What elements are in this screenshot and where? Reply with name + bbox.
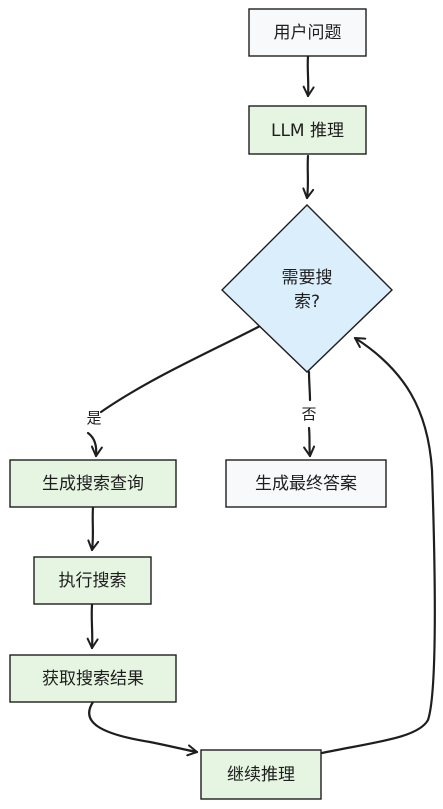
decision-label-line2: 索? [294, 292, 320, 312]
node-user-question-label: 用户问题 [274, 23, 342, 43]
edge-yes-arrowhead-stub [86, 431, 103, 458]
edge-exec-to-results [86, 603, 99, 650]
edge-results-to-continue [88, 700, 199, 757]
edge-label-no: 否 [301, 405, 316, 423]
node-continue-reasoning: 继续推理 [200, 749, 322, 800]
node-execute-search-label: 执行搜索 [59, 571, 127, 591]
node-execute-search: 执行搜索 [33, 556, 152, 605]
edge-llm-to-decision [302, 154, 315, 200]
edge-query-to-exec [87, 505, 100, 552]
node-final-answer: 生成最终答案 [225, 459, 387, 508]
node-final-answer-label: 生成最终答案 [255, 474, 357, 494]
edge-label-yes: 是 [86, 409, 101, 427]
node-user-question: 用户问题 [248, 8, 367, 57]
node-llm-reasoning: LLM 推理 [248, 105, 367, 155]
node-llm-reasoning-label: LLM 推理 [271, 121, 344, 141]
edge-decision-yes [99, 323, 264, 414]
node-continue-reasoning-label: 继续推理 [227, 765, 295, 785]
decision-label-line1: 需要搜 [282, 268, 333, 288]
node-get-results: 获取搜索结果 [9, 654, 177, 703]
edge-no-arrowhead-stub [303, 426, 316, 458]
node-generate-query: 生成搜索查询 [9, 459, 177, 508]
edge-decision-no [307, 370, 312, 402]
node-generate-query-label: 生成搜索查询 [42, 474, 144, 494]
edge-continue-loop-back [320, 336, 436, 755]
node-get-results-label: 获取搜索结果 [42, 669, 144, 689]
node-need-search-decision: 需要搜 索? [221, 204, 393, 373]
edge-question-to-llm [302, 54, 315, 98]
